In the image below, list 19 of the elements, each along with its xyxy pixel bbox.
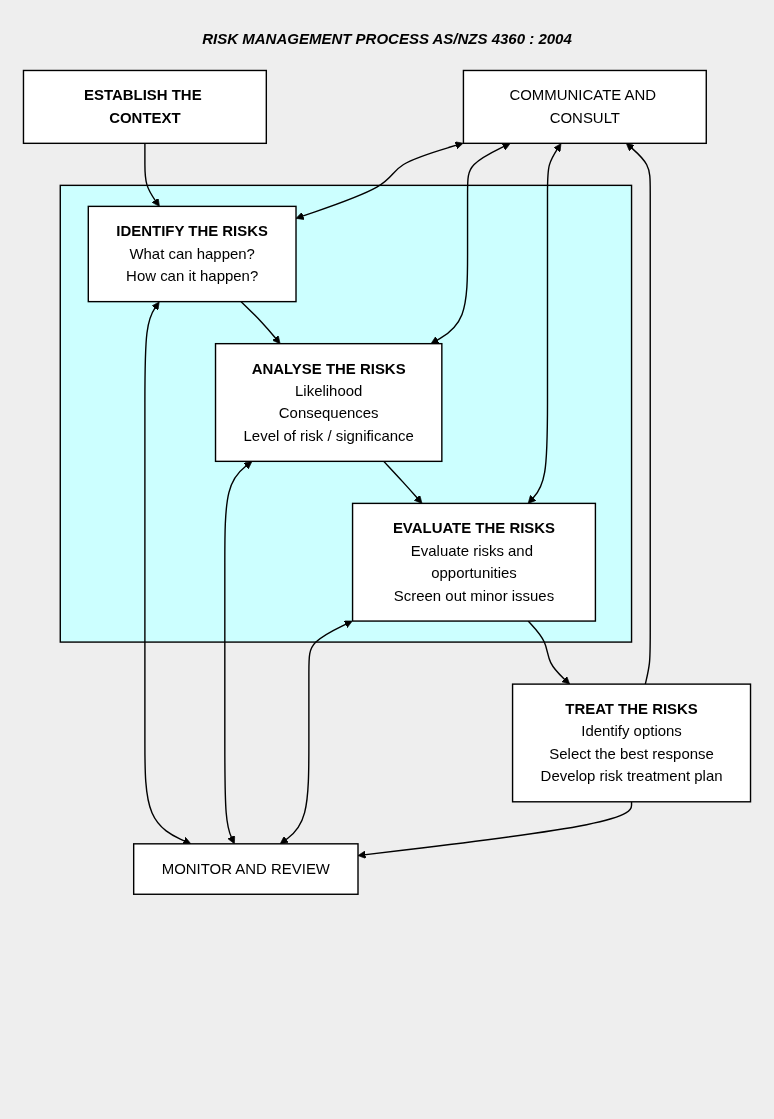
arrow <box>527 143 562 504</box>
node-box: TREAT THE RISKS Identify options Select the best response Develop risk treatment plan <box>511 683 752 803</box>
arrow <box>279 620 353 845</box>
diagram-title: RISK MANAGEMENT PROCESS AS/NZS 4360 : 2004 <box>202 30 572 47</box>
arrow <box>430 143 511 345</box>
node-box: MONITOR AND REVIEW <box>133 843 359 895</box>
arrow <box>527 620 570 685</box>
arrow <box>224 461 253 845</box>
node-box: ANALYSE THE RISKS Likelihood Consequences Level of risk / significance <box>214 342 443 463</box>
arrow <box>240 300 281 345</box>
arrow <box>625 142 651 685</box>
arrow <box>144 142 160 207</box>
arrow <box>144 301 192 845</box>
node-box: EVALUATE THE RISKS Evaluate risks and opportunities Screen out minor issues <box>351 502 597 622</box>
cluster <box>59 184 633 643</box>
node-box: COMMUNICATE AND CONSULT <box>462 69 707 144</box>
node-box: ESTABLISH THE CONTEXT <box>22 69 267 144</box>
arrow <box>383 460 423 504</box>
node-box: IDENTIFY THE RISKS What can happen? How can it happen? <box>87 205 297 303</box>
